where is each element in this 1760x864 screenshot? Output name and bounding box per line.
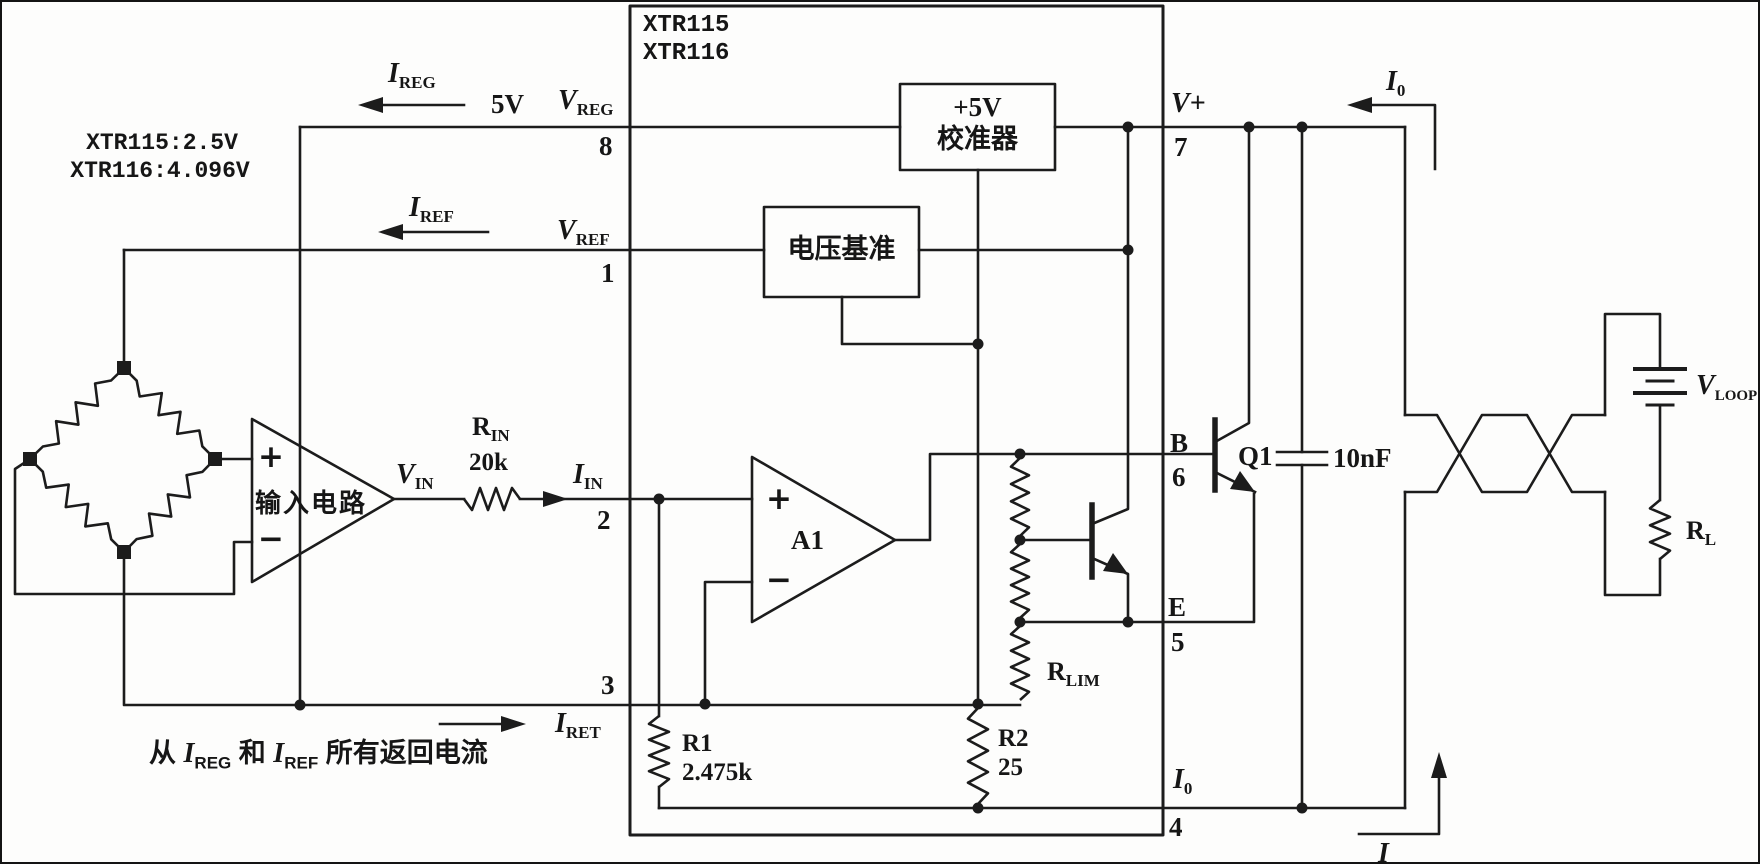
r-in-label: RIN (472, 412, 510, 446)
supply-note-line1: XTR115:2.5V (86, 130, 238, 156)
a1-label: A1 (791, 525, 824, 555)
regulator-block-line2: 校准器 (937, 124, 1018, 154)
r-in-value: 20k (469, 449, 508, 476)
supply-note-line2: XTR116:4.096V (70, 158, 250, 184)
r2-label: R2 (998, 725, 1029, 752)
input-circuit-plus: + (258, 439, 284, 475)
r1-value: 2.475k (682, 759, 753, 786)
r2-value: 25 (998, 754, 1023, 781)
q1-label: Q1 (1238, 441, 1273, 471)
pin4-number: 4 (1169, 812, 1183, 842)
voltage-reference-block-label: 电压基准 (787, 234, 896, 264)
input-circuit-label: 输入电路 (255, 488, 368, 518)
chain-resistor-top (1009, 457, 1031, 537)
pin5-number: 5 (1171, 627, 1185, 657)
bridge-resistor-3 (29, 458, 125, 553)
arrowheads (358, 97, 1447, 778)
a1-triangle (750, 455, 897, 624)
pin1-number: 1 (601, 258, 615, 288)
wires (13, 4, 1687, 837)
vplus-pin-label: V+ (1171, 88, 1206, 119)
r-l-resistor (1648, 499, 1672, 560)
i-o-pin-label: I0 (1173, 764, 1193, 799)
bridge-resistor-4 (123, 458, 216, 553)
i-ref-label: IREF (409, 192, 454, 227)
cap-value-label: 10nF (1333, 443, 1392, 473)
v-loop-label: VLOOP (1696, 370, 1758, 405)
vref-pin-label: VREF (557, 215, 610, 250)
return-current-note: 从 IREG 和 IREF 所有返回电流 (149, 738, 488, 773)
i-reg-label: IREG (388, 58, 436, 93)
five-v-label: 5V (491, 89, 524, 119)
i-reg-arrow-icon (358, 97, 383, 113)
pin6-number: 6 (1172, 462, 1186, 492)
pin7-number: 7 (1174, 132, 1188, 162)
i-ret-label: IRET (555, 708, 601, 743)
bridge-resistor-2 (123, 367, 216, 460)
e-pin-label: E (1168, 592, 1187, 622)
i-ret-arrow-icon (501, 716, 526, 732)
r1-label: R1 (682, 730, 713, 757)
i-loop-arrow-icon (1431, 752, 1447, 778)
resistor-zigzags (29, 367, 1672, 805)
pin2-number: 2 (597, 505, 611, 535)
i-o-top-label: I0 (1386, 66, 1406, 101)
chip-name-line1: XTR115 (643, 12, 730, 39)
v-in-label: VIN (396, 459, 434, 494)
chain-resistor-mid (1009, 543, 1031, 619)
r-l-label: RL (1686, 516, 1717, 550)
i-loop-label: I (1378, 838, 1389, 864)
i-in-arrow-icon (543, 491, 568, 507)
pin8-number: 8 (599, 131, 613, 161)
a1-plus: + (766, 481, 792, 517)
pin3-number: 3 (601, 670, 615, 700)
vreg-pin-label: VREG (558, 85, 614, 120)
junction-dots (23, 121, 1308, 814)
input-circuit-minus: − (258, 521, 284, 557)
bridge-resistor-1 (29, 367, 125, 460)
a1-minus: − (766, 562, 792, 598)
chip-outline (628, 4, 1165, 837)
b-pin-label: B (1170, 428, 1189, 458)
r1-resistor (647, 714, 671, 789)
r-lim-resistor (1009, 625, 1031, 701)
i-in-label: IIN (573, 459, 603, 494)
chip-name-line2: XTR116 (643, 40, 730, 67)
input-amp-triangle (250, 417, 396, 584)
i-ref-arrow-icon (378, 224, 403, 240)
regulator-block-line1: +5V (953, 92, 1002, 122)
q1-emitter-arrow-icon (1230, 471, 1255, 492)
internal-emitter-arrow-icon (1103, 553, 1128, 574)
r-in-resistor (462, 486, 522, 512)
r-lim-label: RLIM (1047, 657, 1100, 691)
i-o-top-arrow-icon (1347, 97, 1372, 113)
vref-box (762, 205, 921, 299)
regulator-box (898, 82, 1057, 172)
r2-resistor (966, 707, 990, 805)
